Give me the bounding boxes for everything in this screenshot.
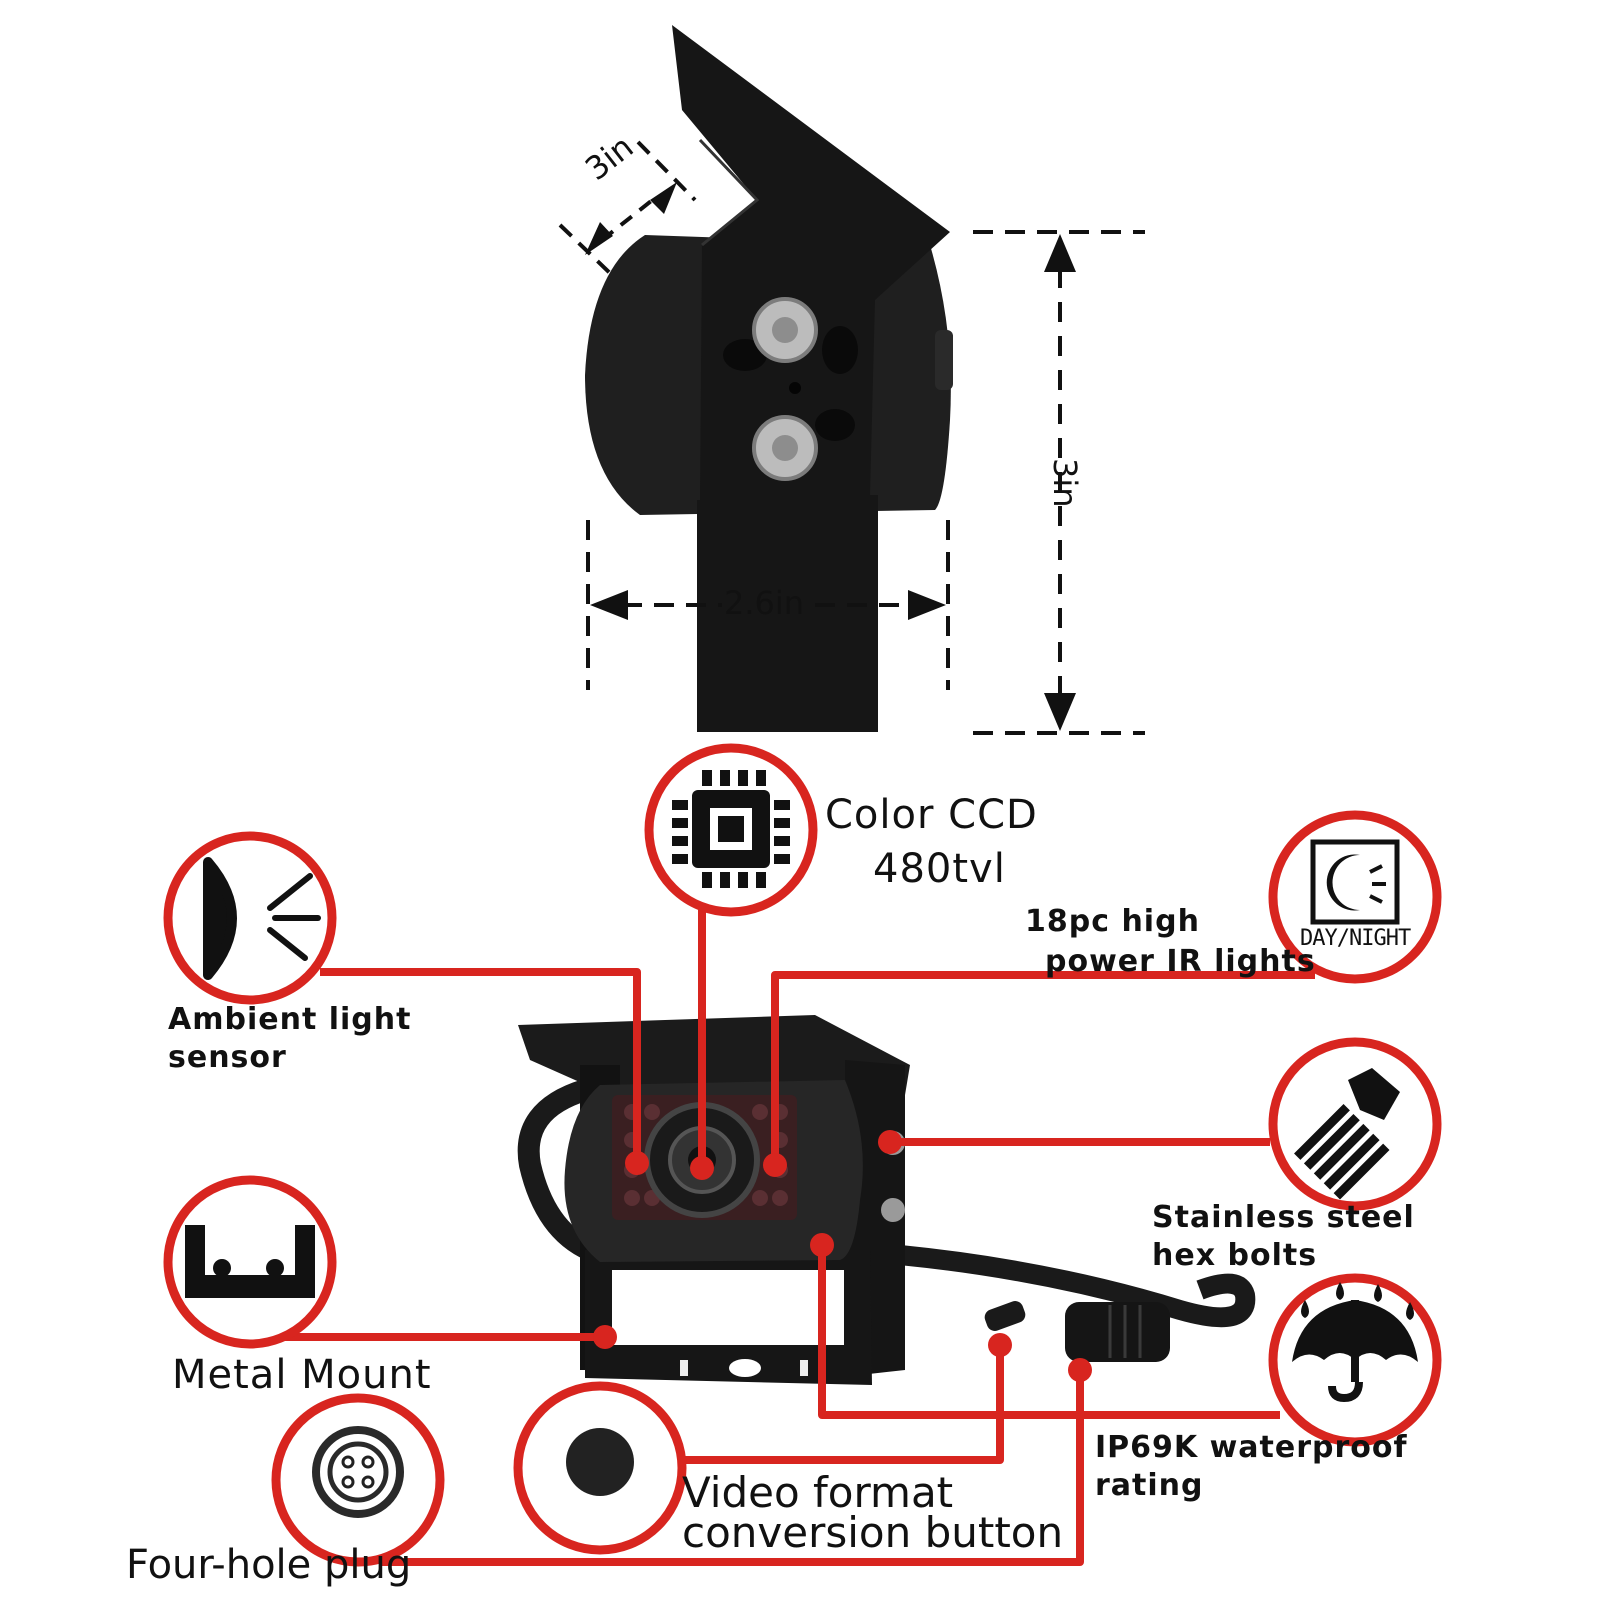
ambient-sensor-label-line1: Ambient light xyxy=(168,1002,412,1037)
light-sensor-icon xyxy=(203,857,321,980)
ir-lights-label-line2: power IR lights xyxy=(1045,944,1316,979)
height-dimension-label: 3in xyxy=(1046,458,1084,508)
button-icon xyxy=(566,1428,634,1496)
dimension-lines xyxy=(558,140,1145,735)
day-night-icon xyxy=(1310,839,1400,925)
ambient-sensor-label-line2: sensor xyxy=(168,1040,287,1075)
dimension-arrowheads xyxy=(585,182,1076,731)
hex-bolt-icon xyxy=(1294,1068,1400,1200)
chip-icon xyxy=(672,770,790,888)
hex-bolts-label-line2: hex bolts xyxy=(1152,1238,1318,1273)
day-night-icon-text: DAY/NIGHT xyxy=(1300,926,1411,951)
hex-bolts-label-line1: Stainless steel xyxy=(1152,1200,1415,1235)
width-dimension-label: 2.6in xyxy=(724,584,805,622)
metal-mount-icon xyxy=(185,1225,315,1298)
plug-icon xyxy=(312,1426,404,1518)
video-button-label-line2: conversion button xyxy=(682,1508,1064,1557)
ccd-value-label: 480tvl xyxy=(873,846,1006,892)
callout-dots xyxy=(593,1130,1092,1382)
waterproof-label-line2: rating xyxy=(1095,1468,1204,1503)
ccd-title-label: Color CCD xyxy=(825,792,1038,838)
callout-lines xyxy=(260,910,1315,1566)
camera-front-view xyxy=(517,1015,1256,1385)
waterproof-label-line1: IP69K waterproof xyxy=(1095,1430,1408,1465)
four-hole-plug-label: Four-hole plug xyxy=(126,1542,412,1588)
metal-mount-label: Metal Mount xyxy=(172,1352,432,1398)
ir-lights-label-line1: 18pc high xyxy=(1025,904,1200,939)
camera-side-view xyxy=(585,25,953,732)
video-button-label-line1: Video format xyxy=(682,1468,954,1517)
umbrella-icon xyxy=(1292,1282,1418,1403)
